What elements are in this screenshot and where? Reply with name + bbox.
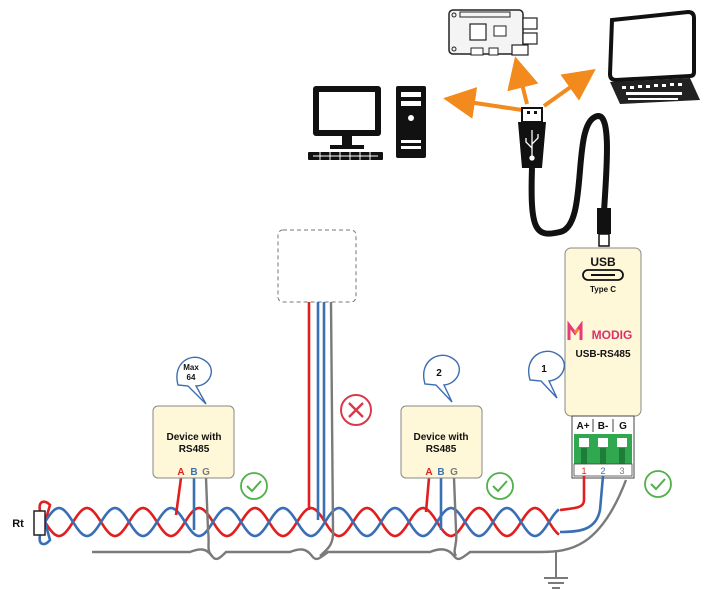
callout-max-devices: Max 64 <box>176 356 213 405</box>
usb-rs485-adapter: USB Type C MODIG USB-RS485 A+ B- G 1 2 3 <box>564 247 642 479</box>
modig-logo-icon <box>567 320 583 340</box>
svg-text:G: G <box>619 421 627 432</box>
svg-text:2: 2 <box>600 466 605 476</box>
svg-text:A: A <box>425 467 432 478</box>
adapter-wire-b <box>559 475 605 534</box>
bus-wire-b <box>38 506 560 546</box>
ok-check-icon <box>644 470 672 498</box>
connection-arrows <box>443 56 596 119</box>
bus-wire-a <box>38 500 560 538</box>
rs485-device-first: Device with RS485 A B G <box>152 405 235 557</box>
desktop-computer-icon <box>308 86 426 160</box>
device-title-line1: Device with <box>166 432 221 443</box>
type-c-label: Type C <box>590 285 616 294</box>
callout-device-2: 2 <box>422 354 461 403</box>
adapter-wire-a <box>559 476 586 512</box>
svg-text:B-: B- <box>598 421 609 432</box>
invalid-stub-device <box>277 229 357 557</box>
raspberry-pi-board-icon <box>448 9 538 56</box>
callout-adapter-1: 1 <box>527 350 566 399</box>
svg-text:B: B <box>437 467 444 478</box>
ground-icon <box>544 552 568 589</box>
svg-text:1: 1 <box>541 364 547 375</box>
device-pin-b: B <box>190 467 197 478</box>
usb-symbol-icon <box>525 130 539 161</box>
svg-text:RS485: RS485 <box>426 444 457 455</box>
terminator-label: Rt <box>12 518 24 530</box>
svg-text:Device with: Device with <box>413 432 468 443</box>
error-cross-icon <box>340 394 372 426</box>
device-pin-g: G <box>202 467 210 478</box>
usb-cable <box>518 107 611 247</box>
svg-text:A+: A+ <box>576 421 589 432</box>
ok-check-icon <box>240 472 268 500</box>
rs485-device-second: Device with RS485 A B G <box>400 405 483 557</box>
usb-label: USB <box>590 255 616 269</box>
terminator-resistor: Rt <box>12 510 46 536</box>
laptop-icon <box>607 9 700 104</box>
svg-text:2: 2 <box>436 368 442 379</box>
ok-check-icon <box>486 472 514 500</box>
ground-wire <box>92 479 628 561</box>
model-name: USB-RS485 <box>575 349 630 360</box>
svg-text:G: G <box>450 467 458 478</box>
device-pin-a: A <box>177 467 184 478</box>
brand-name: MODIG <box>592 328 633 342</box>
svg-text:3: 3 <box>619 466 624 476</box>
svg-text:64: 64 <box>187 373 196 382</box>
device-title-line2: RS485 <box>179 444 210 455</box>
svg-text:1: 1 <box>581 466 586 476</box>
svg-text:Max: Max <box>183 363 199 372</box>
